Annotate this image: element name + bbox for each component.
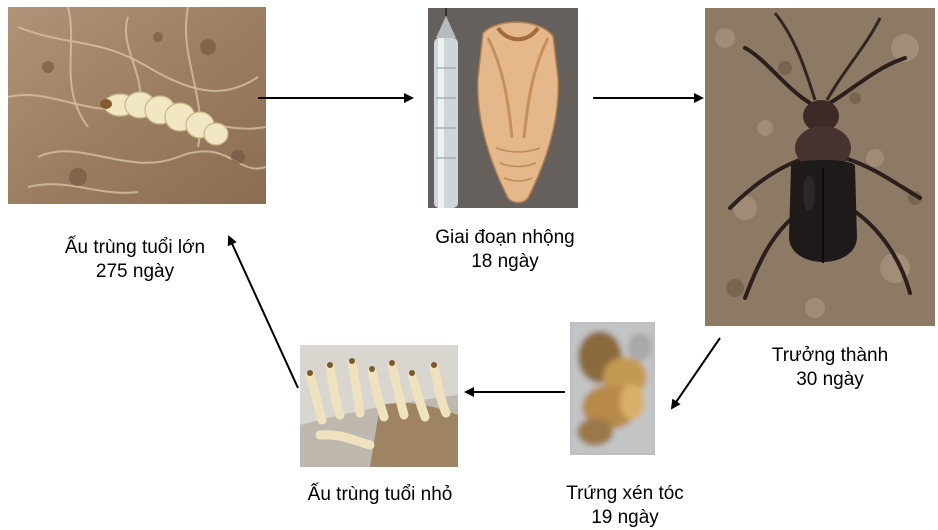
caption-small-larva: Ấu trùng tuổi nhỏ <box>270 483 490 507</box>
pupa-name: Giai đoạn nhộng <box>405 226 605 250</box>
small-larva-name: Ấu trùng tuổi nhỏ <box>270 483 490 507</box>
large-larva-duration: 275 ngày <box>30 260 240 284</box>
caption-adult: Trưởng thành 30 ngày <box>745 344 915 392</box>
caption-large-larva: Ấu trùng tuổi lớn 275 ngày <box>30 236 240 284</box>
adult-name: Trưởng thành <box>745 344 915 368</box>
caption-egg: Trứng xén tóc 19 ngày <box>540 482 710 530</box>
egg-name: Trứng xén tóc <box>540 482 710 506</box>
caption-pupa: Giai đoạn nhộng 18 ngày <box>405 226 605 274</box>
pupa-duration: 18 ngày <box>405 250 605 274</box>
arrow-adult-to-egg <box>672 338 720 408</box>
large-larva-name: Ấu trùng tuổi lớn <box>30 236 240 260</box>
egg-duration: 19 ngày <box>540 506 710 530</box>
adult-duration: 30 ngày <box>745 368 915 392</box>
